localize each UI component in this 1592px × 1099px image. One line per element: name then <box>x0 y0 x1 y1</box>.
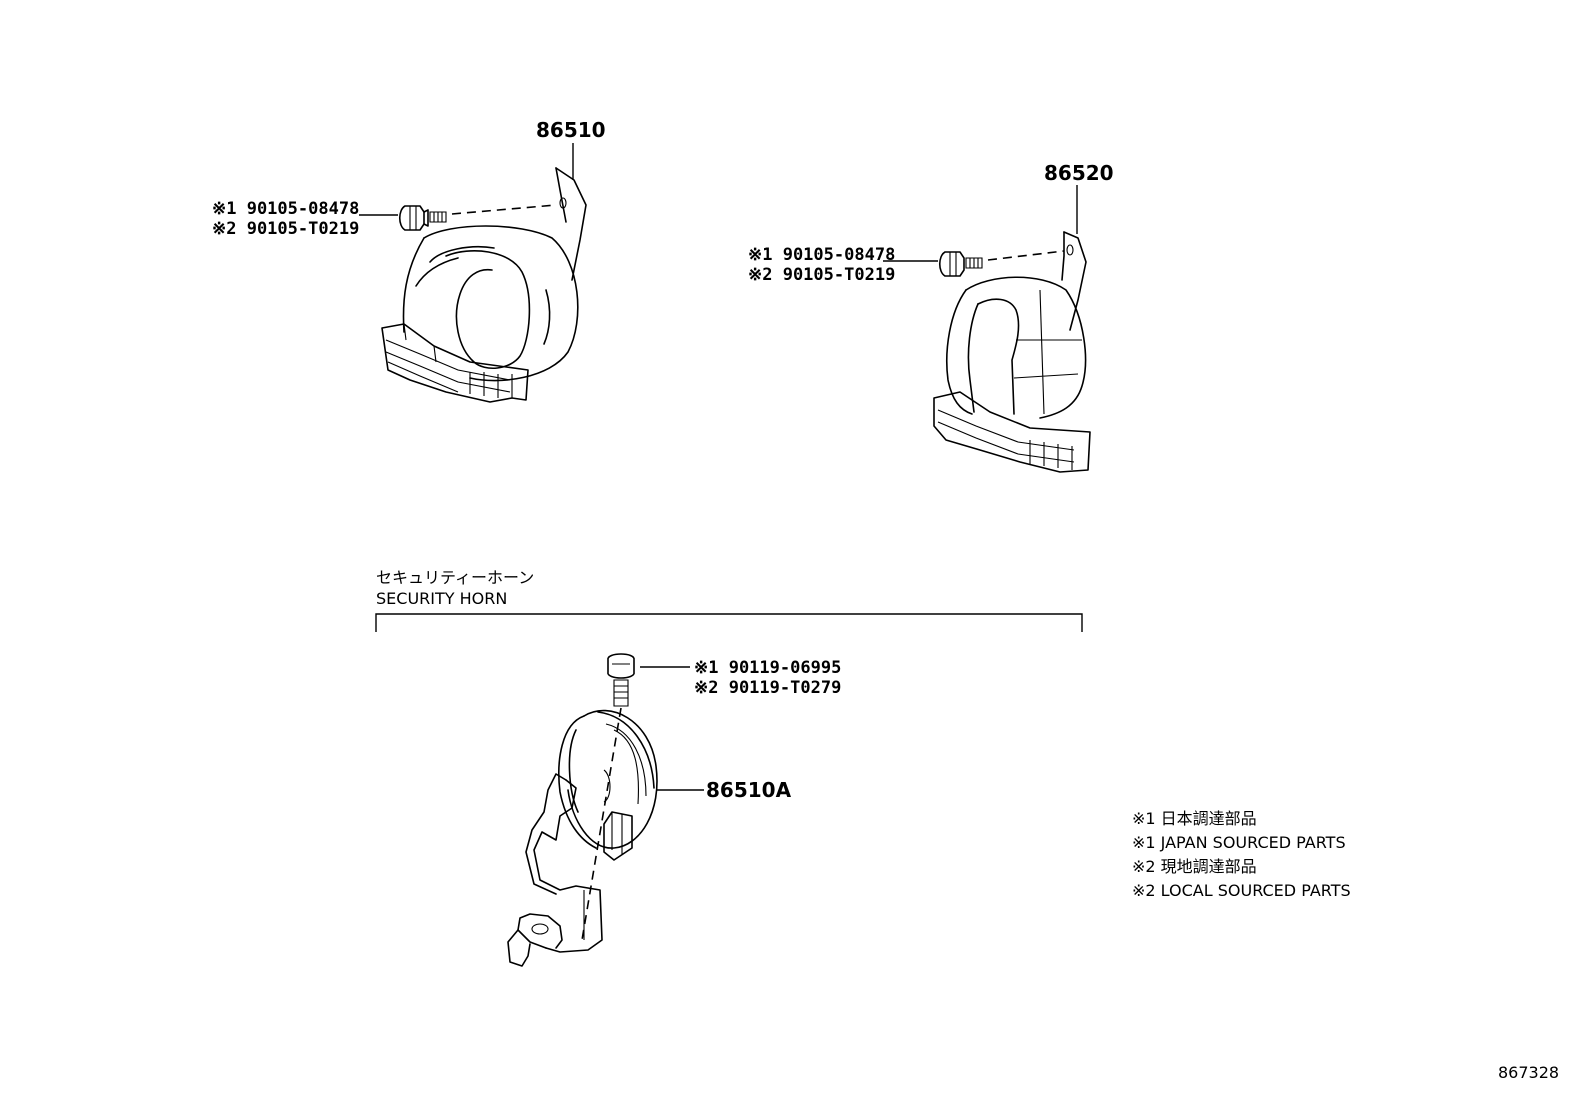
bolt-right-line1: ※1 90105-08478 <box>748 245 895 265</box>
bolt-left[interactable] <box>398 205 447 231</box>
part-number-86510: 86510 <box>536 118 606 142</box>
legend-line-2: ※1 JAPAN SOURCED PARTS <box>1132 833 1346 852</box>
sourcing-legend: ※1 日本調達部品 ※1 JAPAN SOURCED PARTS ※2 現地調達… <box>1132 809 1351 900</box>
security-horn-label-jp: セキュリティーホーン <box>376 568 534 587</box>
bolt-security-line1: ※1 90119-06995 <box>694 658 841 678</box>
part-number-86510A: 86510A <box>706 778 792 802</box>
bolt-right-line2: ※2 90105-T0219 <box>748 265 895 285</box>
bolt-left-line1: ※1 90105-08478 <box>212 199 359 219</box>
legend-line-4: ※2 LOCAL SOURCED PARTS <box>1132 881 1351 900</box>
security-horn-bracket-line <box>375 613 1083 632</box>
security-horn-label-en: SECURITY HORN <box>376 589 507 608</box>
legend-line-3: ※2 現地調達部品 <box>1132 857 1257 876</box>
bolt-right[interactable] <box>938 251 983 277</box>
horn-86520[interactable] <box>933 231 1091 473</box>
bolt-security[interactable] <box>607 653 635 707</box>
horn-86510A[interactable] <box>507 709 658 967</box>
bolt-security-line2: ※2 90119-T0279 <box>694 678 841 698</box>
diagram-id: 867328 <box>1498 1063 1559 1082</box>
part-number-86520: 86520 <box>1044 161 1114 185</box>
horn-86510[interactable] <box>381 167 587 403</box>
legend-line-1: ※1 日本調達部品 <box>1132 809 1257 828</box>
bolt-left-line2: ※2 90105-T0219 <box>212 219 359 239</box>
